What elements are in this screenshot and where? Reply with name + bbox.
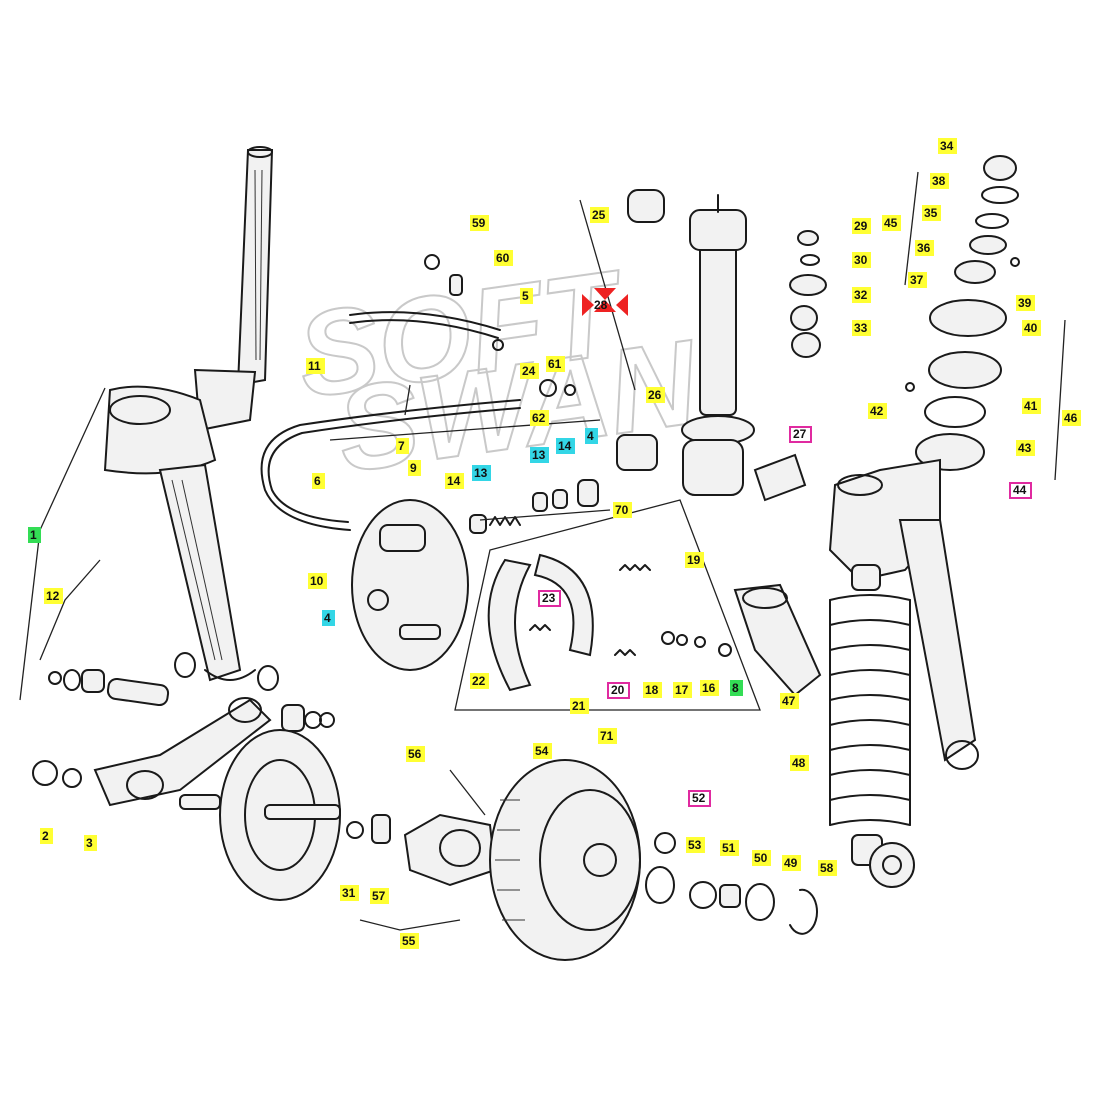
callout-43: 43 [1016, 440, 1036, 456]
callout-25: 25 [590, 207, 610, 223]
stub-axle-kingpin [103, 146, 274, 682]
callout-47: 47 [780, 693, 800, 709]
strut-and-spring [828, 458, 979, 888]
red-marker [582, 288, 628, 316]
callout-50: 50 [752, 850, 772, 866]
callout-27: 27 [789, 426, 813, 443]
brake-drum [489, 759, 641, 961]
callout-55: 55 [400, 933, 420, 949]
callout-14-a: 14 [445, 473, 465, 489]
callout-33: 33 [852, 320, 872, 336]
callout-41: 41 [1022, 398, 1042, 414]
steering-arm [93, 697, 272, 807]
callout-62: 62 [530, 410, 550, 426]
callout-59: 59 [470, 215, 490, 231]
callout-34: 34 [938, 138, 958, 154]
backing-plate-lower [179, 729, 391, 901]
callout-28: 28 [594, 298, 608, 312]
callout-32: 32 [852, 287, 872, 303]
callout-4-b: 4 [585, 428, 598, 444]
shock-absorber [616, 189, 807, 502]
callout-40: 40 [1022, 320, 1042, 336]
callout-13-a: 13 [472, 465, 492, 481]
callout-7: 7 [396, 438, 409, 454]
callout-18: 18 [643, 682, 663, 698]
callout-53: 53 [686, 837, 706, 853]
callout-29: 29 [852, 218, 872, 234]
callout-22: 22 [470, 673, 490, 689]
callout-9: 9 [408, 460, 421, 476]
callout-24: 24 [520, 363, 540, 379]
brake-hose [260, 254, 576, 531]
callout-16: 16 [700, 680, 720, 696]
callout-35: 35 [922, 205, 942, 221]
callout-57: 57 [370, 888, 390, 904]
callout-48: 48 [790, 755, 810, 771]
callout-4-a: 4 [322, 610, 335, 626]
wheel-cylinder-parts [469, 479, 611, 534]
callout-60: 60 [494, 250, 514, 266]
callout-36: 36 [915, 240, 935, 256]
callout-31: 31 [340, 885, 360, 901]
drum-bearings [645, 832, 818, 935]
backing-plate-upper [351, 499, 469, 671]
callout-61: 61 [546, 356, 566, 372]
callout-49: 49 [782, 855, 802, 871]
callout-13-b: 13 [530, 447, 550, 463]
callout-54: 54 [533, 743, 553, 759]
callout-20: 20 [607, 682, 631, 699]
left-small-parts [32, 652, 335, 788]
callout-2: 2 [40, 828, 53, 844]
callout-30: 30 [852, 252, 872, 268]
callout-8: 8 [730, 680, 743, 696]
callout-37: 37 [908, 272, 928, 288]
brake-shoes [487, 553, 732, 692]
callout-52: 52 [688, 790, 712, 807]
rubber-gaiter [733, 583, 822, 697]
callout-42: 42 [868, 403, 888, 419]
callout-44: 44 [1009, 482, 1033, 499]
callout-11: 11 [306, 358, 325, 374]
callout-26: 26 [646, 387, 666, 403]
callout-5: 5 [520, 288, 533, 304]
top-mount-stack [905, 155, 1020, 471]
callout-3: 3 [84, 835, 97, 851]
callout-17: 17 [673, 682, 693, 698]
callout-70: 70 [613, 502, 633, 518]
hub [403, 813, 497, 887]
callout-56: 56 [406, 746, 426, 762]
callout-21: 21 [570, 698, 590, 714]
callout-45: 45 [882, 215, 902, 231]
callout-46: 46 [1062, 410, 1082, 426]
group-leaders [19, 171, 1066, 931]
callout-10: 10 [308, 573, 328, 589]
callout-6: 6 [312, 473, 325, 489]
callout-51: 51 [720, 840, 740, 856]
callout-12: 12 [44, 588, 64, 604]
callout-1: 1 [28, 527, 41, 543]
callout-19: 19 [685, 552, 705, 568]
callout-38: 38 [930, 173, 950, 189]
callout-14-b: 14 [556, 438, 576, 454]
callout-58: 58 [818, 860, 838, 876]
callout-71: 71 [598, 728, 618, 744]
callout-23: 23 [538, 590, 562, 607]
top-mount-small-parts [789, 230, 827, 358]
callout-39: 39 [1016, 295, 1036, 311]
